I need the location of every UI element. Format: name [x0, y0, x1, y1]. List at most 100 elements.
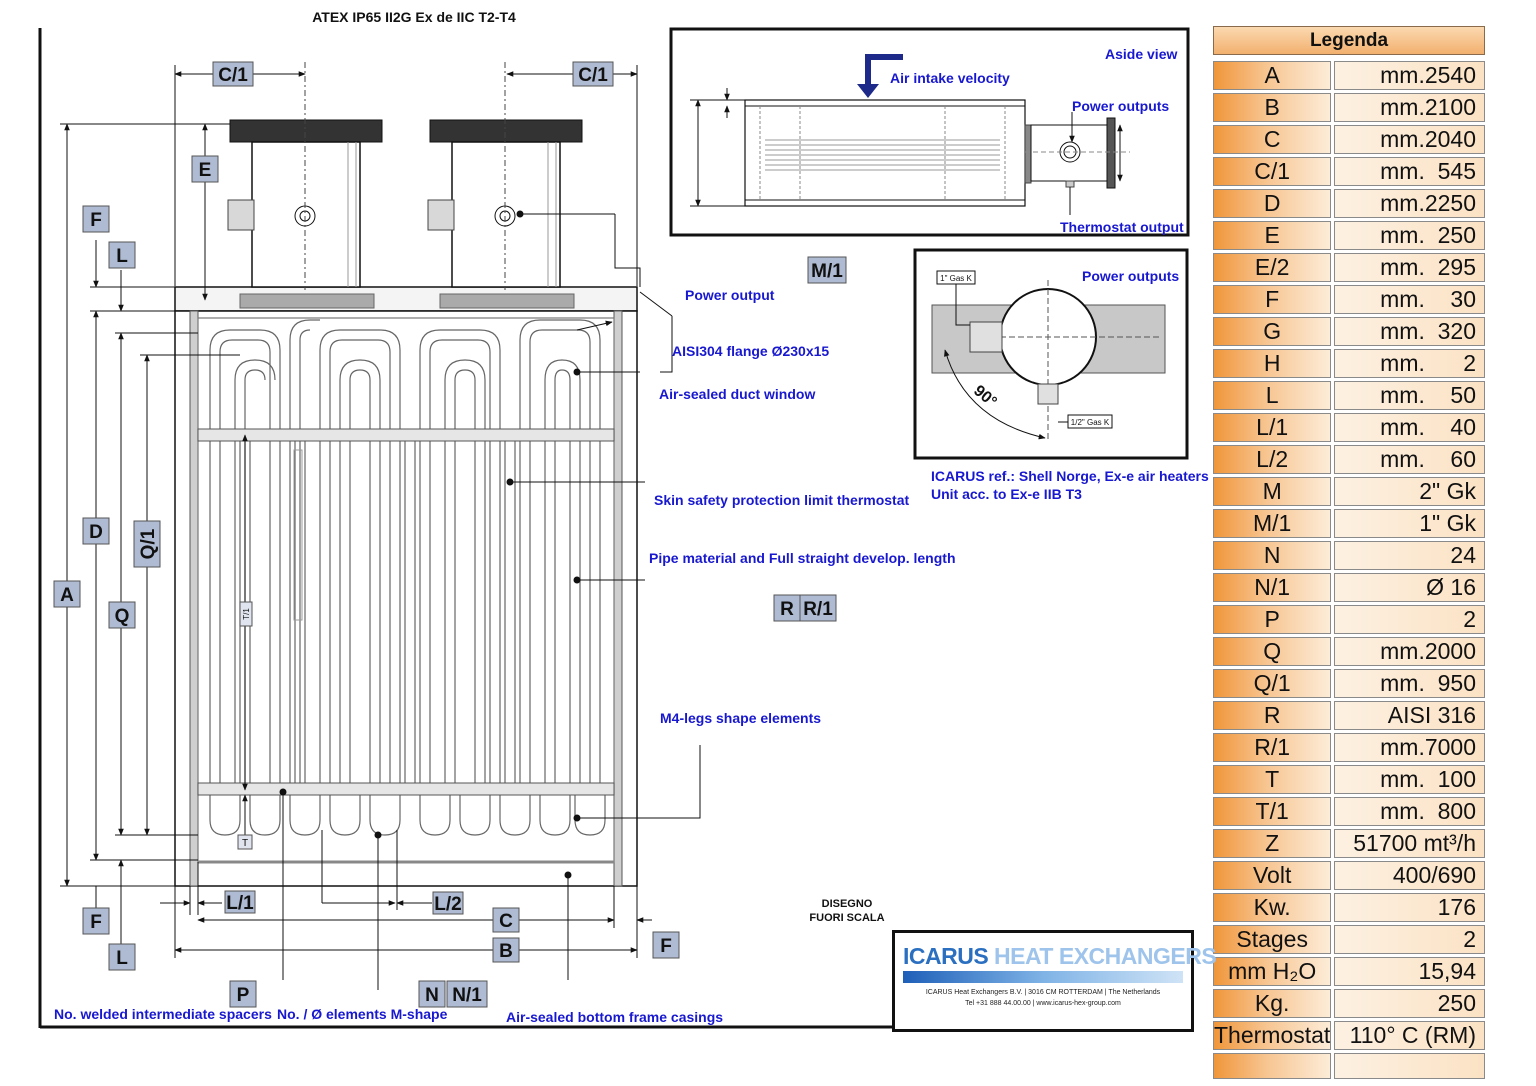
legend-value: mm. 545 [1334, 157, 1485, 186]
dimension-tag-q: Q [108, 601, 136, 629]
dimension-tag-d: D [82, 517, 110, 545]
dimension-tag-c1: C/1 [212, 61, 254, 87]
legend-value: mm. 50 [1334, 381, 1485, 410]
legend-key: Z [1213, 829, 1332, 858]
legend-key: N [1213, 541, 1332, 570]
legend-value: mm. 320 [1334, 317, 1485, 346]
bottom-frame-label: Air-sealed bottom frame casings [506, 1009, 723, 1025]
dimension-lines [60, 65, 652, 990]
dimension-tag-m1: M/1 [807, 256, 847, 284]
legend-key: L [1213, 381, 1332, 410]
legend-key: H [1213, 349, 1332, 378]
aside-view [669, 27, 1190, 237]
company-contact: Tel +31 888 44.00.00 | www.icarus-hex-gr… [965, 1000, 1121, 1007]
svg-text:T: T [242, 838, 248, 849]
legend-value: mm. 60 [1334, 445, 1485, 474]
dimension-tag-l: L [108, 943, 136, 971]
thermostat-output-label: Thermostat output [1060, 219, 1184, 235]
legend-key: B [1213, 93, 1332, 122]
legend-key: Volt [1213, 861, 1332, 890]
legend-value: mm. 40 [1334, 413, 1485, 442]
legend-key: T/1 [1213, 797, 1332, 826]
legend-value: 2 [1334, 605, 1485, 634]
svg-text:L/1: L/1 [226, 893, 254, 914]
detail-view [913, 248, 1189, 460]
legend-value: 2 [1334, 925, 1485, 954]
pipe-material-label: Pipe material and Full straight develop.… [649, 550, 956, 566]
legend-key: R [1213, 701, 1332, 730]
dimension-tag-p: P [229, 980, 257, 1008]
legend-key: P [1213, 605, 1332, 634]
aside-view-title: Aside view [1105, 46, 1177, 62]
dimension-tag-n1: N/1 [446, 980, 488, 1008]
legend-key: C/1 [1213, 157, 1332, 186]
dimension-tag-a: A [53, 580, 81, 608]
legend-value: mm. 295 [1334, 253, 1485, 282]
legend-value: 176 [1334, 893, 1485, 922]
dimension-tag-t1: T/1 [239, 601, 253, 627]
legend-row: Kg.250 [1213, 989, 1485, 1018]
dimension-tag-l2: L/2 [432, 891, 464, 915]
legend-value: mm. 950 [1334, 669, 1485, 698]
dimension-tag-t: T [237, 834, 253, 850]
legend-value: 250 [1334, 989, 1485, 1018]
svg-text:P: P [237, 985, 250, 1006]
svg-text:B: B [499, 941, 513, 962]
svg-text:T/1: T/1 [242, 608, 251, 620]
duct-window-label: Air-sealed duct window [659, 386, 815, 402]
legend-value: mm.2000 [1334, 637, 1485, 666]
legend-key: L/1 [1213, 413, 1332, 442]
svg-text:C/1: C/1 [218, 65, 248, 86]
aside-power-outputs-label: Power outputs [1072, 98, 1169, 114]
company-logo: ICARUS HEAT EXCHANGERS [903, 943, 1217, 970]
svg-text:N: N [425, 985, 439, 1006]
air-intake-label: Air intake velocity [890, 70, 1010, 86]
legend-value: 51700 mt³/h [1334, 829, 1485, 858]
legend-key: E/2 [1213, 253, 1332, 282]
dimension-tag-r: R [773, 594, 801, 622]
logo-bar [903, 971, 1183, 983]
dimension-tag-n: N [418, 980, 446, 1008]
svg-text:Q: Q [115, 606, 130, 627]
svg-text:F: F [90, 210, 102, 231]
legend-key: M [1213, 477, 1332, 506]
dimension-tag-f: F [652, 931, 680, 959]
dimension-tag-b: B [492, 937, 520, 963]
legend-key: Kw. [1213, 893, 1332, 922]
gas-half-label: 1/2" Gas K [1071, 418, 1110, 427]
dimension-tag-l1: L/1 [224, 890, 256, 914]
legend-key: D [1213, 189, 1332, 218]
spacer-bottom [197, 782, 615, 796]
legend-key [1213, 1053, 1332, 1080]
brand-dark: ICARUS [903, 943, 989, 969]
m4-legs-label: M4-legs shape elements [660, 710, 821, 726]
svg-text:Q/1: Q/1 [138, 528, 159, 559]
svg-text:C: C [499, 911, 513, 932]
legend-key: Kg. [1213, 989, 1332, 1018]
legend-key: Q [1213, 637, 1332, 666]
svg-text:L: L [116, 948, 128, 969]
